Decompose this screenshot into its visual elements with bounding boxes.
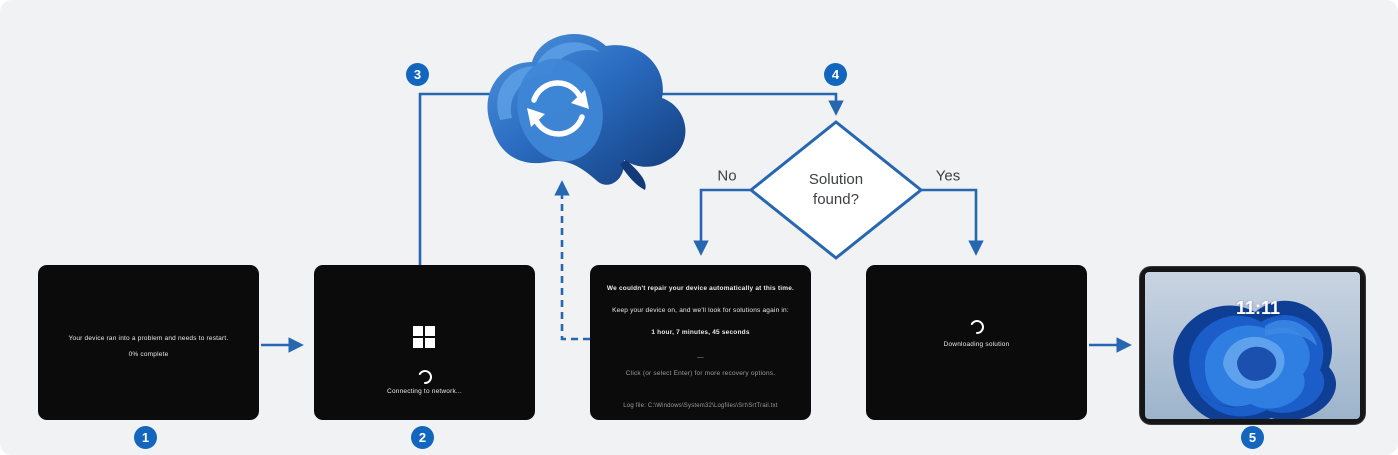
separator-dash: — — [697, 354, 704, 361]
connector-screen2-cloud-decision — [418, 92, 844, 265]
screen-connecting: Connecting to network... — [314, 265, 535, 420]
lockscreen-wallpaper: 11:11 — [1145, 272, 1360, 419]
screen-downloading: Downloading solution — [866, 265, 1087, 420]
logfile-path: Log file: C:\Windows\System32\Logfiles\S… — [623, 403, 778, 409]
step-badge-4: 4 — [824, 63, 847, 86]
no-label: No — [717, 167, 737, 185]
connector-retry-dashed — [554, 180, 590, 341]
error-message: Your device ran into a problem and needs… — [68, 335, 229, 342]
error-progress: 0% complete — [128, 351, 169, 358]
tablet-device: 11:11 — [1140, 267, 1365, 424]
connector-no-branch — [693, 188, 752, 256]
repair-failed-message: We couldn't repair your device automatic… — [606, 285, 795, 292]
decision-question-line2: found? — [813, 191, 859, 208]
screen-repair-failed: We couldn't repair your device automatic… — [590, 265, 811, 420]
downloading-status: Downloading solution — [943, 341, 1010, 348]
loading-spinner — [970, 320, 984, 334]
step-badge-2: 2 — [411, 426, 434, 449]
cloud-sync-icon — [487, 34, 686, 190]
step-badge-1: 1 — [134, 426, 157, 449]
keep-device-on-message: Keep your device on, and we'll look for … — [612, 307, 789, 314]
step-badge-5: 5 — [1241, 426, 1264, 449]
lockscreen-clock: 11:11 — [1235, 298, 1281, 318]
decision-question: Solution found? — [809, 170, 863, 210]
decision-question-line1: Solution — [808, 171, 864, 188]
step-badge-3: 3 — [406, 63, 429, 86]
connecting-status: Connecting to network... — [387, 388, 462, 395]
bloom-wallpaper — [1145, 272, 1360, 419]
retry-countdown: 1 hour, 7 minutes, 45 seconds — [651, 329, 750, 336]
recovery-options-hint: Click (or select Enter) for more recover… — [625, 370, 776, 377]
connector-yes-branch — [920, 188, 984, 256]
loading-spinner — [418, 370, 432, 384]
yes-label: Yes — [935, 167, 961, 185]
screen-error: Your device ran into a problem and needs… — [38, 265, 259, 420]
windows-logo — [413, 326, 435, 348]
